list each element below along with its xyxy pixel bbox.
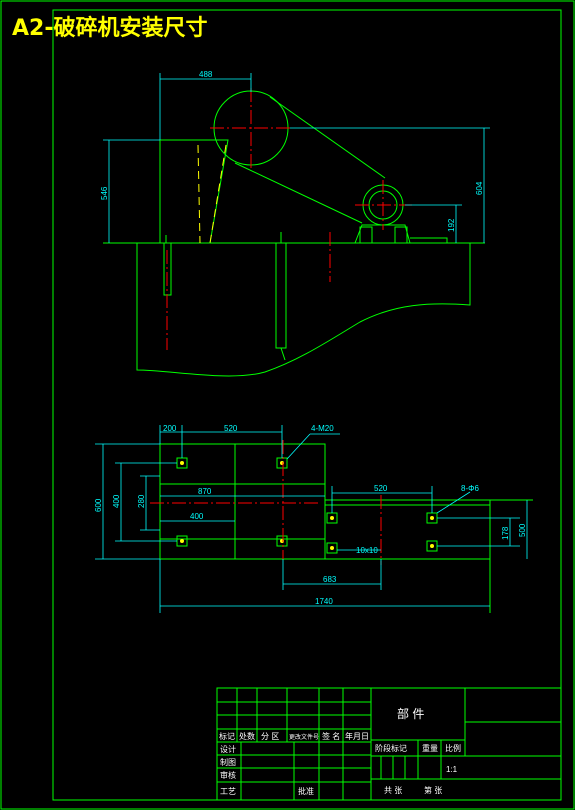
bolt-label: 4-M20: [311, 424, 334, 433]
title-block: [216, 687, 562, 801]
title-block-texts: 部 件 标记 处数 分 区 更改文件号 签 名 年月日 设计 制图 审核 工艺 …: [219, 706, 461, 796]
plan-dim-texts: 200 520 4-M20 870 520 8-Φ6 600 400 280 4…: [94, 424, 527, 606]
row-gongyi: 工艺: [220, 787, 236, 796]
scale-value: 1:1: [446, 765, 458, 774]
plan-view: [159, 443, 533, 613]
drawing-title: A2-破碎机安装尺寸: [12, 16, 208, 41]
bolt-dots: [180, 461, 434, 550]
part-name: 部 件: [397, 706, 424, 721]
dim-600: 600: [94, 498, 103, 512]
plan-centerlines: [150, 440, 382, 565]
approve-label: 批准: [298, 786, 314, 796]
row-zhitu: 制图: [220, 757, 236, 767]
front-dim-texts: 488 546 604 192: [100, 70, 484, 232]
sheets-total: 共 张: [384, 786, 402, 795]
dim-488: 488: [199, 70, 213, 79]
row-sheji: 设计: [220, 744, 236, 754]
row-shenhe: 审核: [220, 770, 236, 780]
header-gengai: 更改文件号: [289, 733, 319, 741]
header-nianyueri: 年月日: [345, 731, 369, 741]
dim-500: 500: [518, 523, 527, 537]
plan-dimensions: [95, 425, 528, 613]
dim-683: 683: [323, 575, 337, 584]
header-qianming: 签 名: [322, 731, 340, 741]
hole-label: 8-Φ6: [461, 484, 479, 493]
front-centerlines: [166, 88, 412, 350]
weight-label: 重量: [422, 743, 438, 753]
dim-870: 870: [198, 487, 212, 496]
dim-520-right: 520: [374, 484, 388, 493]
front-dimensions: [103, 73, 490, 243]
dim-1740: 1740: [315, 597, 333, 606]
jaw-dashes: [197, 144, 227, 244]
header-biaoji: 标记: [219, 731, 235, 741]
dim-178: 178: [501, 526, 510, 540]
dim-520-top: 520: [224, 424, 238, 433]
sheet-no: 第 张: [424, 785, 442, 795]
dim-400-left: 400: [112, 494, 121, 508]
dim-280: 280: [137, 494, 146, 508]
stage-label: 阶段标记: [375, 743, 407, 753]
header-fenqu: 分 区: [261, 732, 279, 741]
dim-400-inner: 400: [190, 512, 204, 521]
dim-546: 546: [100, 186, 109, 200]
dim-200: 200: [163, 424, 177, 433]
scale-label: 比例: [445, 743, 461, 753]
header-chushu: 处数: [239, 731, 255, 741]
inner-border: [52, 9, 562, 801]
dim-604: 604: [475, 181, 484, 195]
dim-10x10: 10x10: [356, 546, 378, 555]
dim-192: 192: [447, 218, 456, 232]
